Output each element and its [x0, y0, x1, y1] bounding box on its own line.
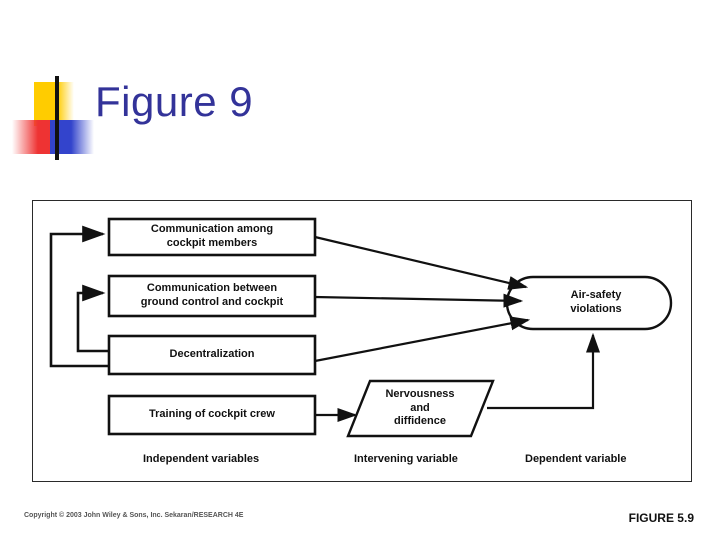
copyright-notice: Copyright © 2003 John Wiley & Sons, Inc.… [24, 512, 244, 519]
column-label-dependent: Dependent variable [525, 453, 627, 465]
diagram-connectors [49, 217, 673, 438]
node-nervousness-shape [346, 379, 495, 438]
edge-comm-cockpit-to-air-safety [314, 235, 529, 290]
column-label-intervening: Intervening variable [354, 453, 458, 465]
node-training-shape [107, 394, 317, 436]
edge-decentralization-to-comm-ground [76, 284, 109, 353]
edge-comm-ground-to-air-safety [314, 293, 524, 308]
node-air-safety-shape [505, 275, 673, 331]
figure-number: FIGURE 5.9 [628, 511, 694, 525]
node-comm-ground-shape [107, 274, 317, 318]
logo-yellow-core [34, 82, 58, 126]
edge-decentralization-to-air-safety [314, 316, 531, 363]
edge-nervousness-to-air-safety [487, 332, 601, 410]
column-label-independent: Independent variables [143, 453, 260, 465]
page-title: Figure 9 [95, 78, 254, 125]
edge-decentralization-to-comm-cockpit [49, 225, 109, 368]
wiley-slide-logo [12, 72, 108, 160]
logo-vertical-bar [55, 76, 59, 160]
node-decentralization-shape [107, 334, 317, 376]
node-comm-cockpit-shape [107, 217, 317, 257]
